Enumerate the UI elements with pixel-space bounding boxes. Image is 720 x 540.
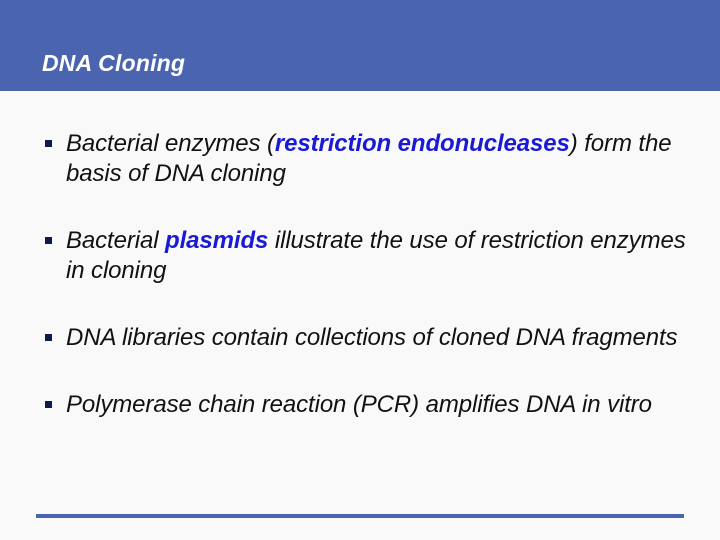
footer-divider <box>36 514 684 518</box>
slide-body: Bacterial enzymes (restriction endonucle… <box>0 91 720 540</box>
slide-header-band: DNA Cloning <box>0 0 720 91</box>
bullet-text: Bacterial plasmids illustrate the use of… <box>66 226 690 286</box>
page-title: DNA Cloning <box>42 50 186 76</box>
square-bullet-icon <box>45 401 52 408</box>
bullet-text: DNA libraries contain collections of clo… <box>66 323 690 353</box>
bullet-segment-emphasis: restriction endonucleases <box>274 130 570 157</box>
bullet-segment: illustrate the use of restriction enzyme… <box>66 227 686 284</box>
bullet-segment-emphasis: plasmids <box>165 227 269 254</box>
bullet-text: Polymerase chain reaction (PCR) amplifie… <box>66 390 690 420</box>
list-item: Polymerase chain reaction (PCR) amplifie… <box>42 390 690 420</box>
list-item: Bacterial plasmids illustrate the use of… <box>42 226 690 286</box>
bullet-segment: Polymerase chain reaction (PCR) amplifie… <box>66 391 652 418</box>
square-bullet-icon <box>45 334 52 341</box>
bullet-segment: ) form the basis of DNA cloning <box>66 130 672 187</box>
square-bullet-icon <box>45 140 52 147</box>
bullet-segment: Bacterial <box>66 227 166 254</box>
list-item: Bacterial enzymes (restriction endonucle… <box>42 129 690 189</box>
bullet-list: Bacterial enzymes (restriction endonucle… <box>42 129 690 420</box>
bullet-text: Bacterial enzymes (restriction endonucle… <box>66 129 690 189</box>
square-bullet-icon <box>45 237 52 244</box>
bullet-segment: DNA libraries contain collections of clo… <box>66 324 678 351</box>
bullet-segment: Bacterial enzymes ( <box>66 130 275 157</box>
list-item: DNA libraries contain collections of clo… <box>42 323 690 353</box>
